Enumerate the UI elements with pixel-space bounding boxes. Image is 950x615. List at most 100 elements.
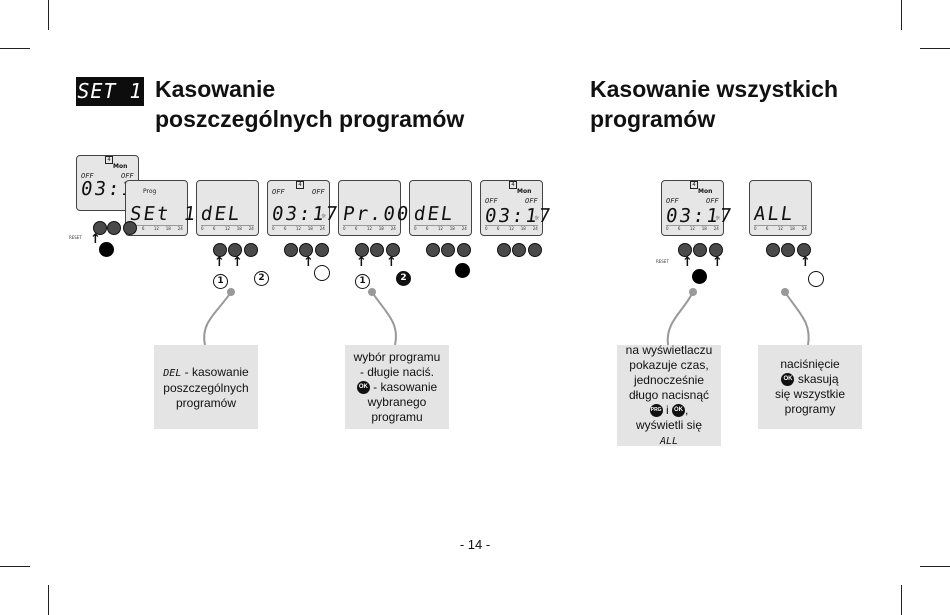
crop-mark — [48, 585, 49, 615]
menu-button[interactable] — [426, 243, 440, 257]
scale-tick-label: 0 — [201, 226, 204, 231]
prg-button[interactable] — [228, 243, 242, 257]
day-label: Mon — [517, 188, 532, 195]
prg-button[interactable] — [693, 243, 707, 257]
ok-button[interactable] — [709, 243, 723, 257]
left-title: Kasowanie poszczególnych programów — [155, 74, 464, 134]
scale-tick-label: 24 — [248, 226, 254, 231]
step-two-icon: 2 — [254, 271, 269, 286]
del-digits: dEL — [199, 203, 243, 225]
scale-tick-label: 0 — [754, 226, 757, 231]
arrow-up-icon: ↑ — [800, 255, 811, 270]
sun-icon: ☼ — [715, 215, 721, 222]
caption-comma: , — [685, 403, 689, 417]
crop-mark — [0, 48, 30, 49]
scale-tick-label: 18 — [789, 226, 795, 231]
arrow-up-icon: ↑ — [303, 255, 314, 270]
caption-time-display: na wyświetlaczu pokazuje czas, jednocześ… — [617, 343, 721, 447]
time-digits: 03:17 — [483, 205, 554, 227]
reset-label: RESET — [69, 235, 82, 240]
caption-del-code: DEL — [163, 368, 182, 379]
menu-button[interactable] — [93, 221, 107, 235]
del-digits: dEL — [412, 203, 456, 225]
scale-tick-label: 12 — [366, 226, 372, 231]
menu-button[interactable] — [284, 243, 298, 257]
menu-button[interactable] — [497, 243, 511, 257]
scale-tick-label: 18 — [307, 226, 313, 231]
prg-button[interactable] — [441, 243, 455, 257]
scale-tick-label: 24 — [319, 226, 325, 231]
menu-button[interactable] — [355, 243, 369, 257]
crop-mark — [920, 566, 950, 567]
ok-button-icon: OK — [356, 381, 370, 395]
prg-button[interactable] — [512, 243, 526, 257]
ok-button[interactable] — [315, 243, 329, 257]
prg-button[interactable] — [107, 221, 121, 235]
scale-tick-label: 12 — [508, 226, 514, 231]
ok-button[interactable] — [528, 243, 542, 257]
scale-tick-label: 12 — [153, 226, 159, 231]
all-digits: ALL — [752, 203, 796, 225]
arrow-up-icon: ↑ — [90, 232, 101, 247]
ok-button[interactable] — [244, 243, 258, 257]
menu-button[interactable] — [678, 243, 692, 257]
scale-tick-label: 0 — [272, 226, 275, 231]
caption-line: - długie naciś. — [359, 365, 435, 379]
scale-tick-label: 24 — [390, 226, 396, 231]
off-label: OFF — [706, 197, 719, 205]
set-badge: SET 1 — [76, 77, 144, 106]
scale-tick-label: 6 — [425, 226, 429, 231]
caption-line: jednocześnie — [633, 373, 705, 387]
arrow-up-icon: ↑ — [682, 255, 693, 270]
connector-dot — [368, 288, 376, 296]
off-label: OFF — [121, 172, 134, 180]
caption-line: programu — [371, 410, 423, 424]
prg-button[interactable] — [370, 243, 384, 257]
caption-line: naciśnięcie — [780, 357, 840, 371]
scale-tick-label: 6 — [141, 226, 145, 231]
caption-line: długo nacisnąć — [628, 388, 710, 402]
caption-line: wyświetli się — [635, 418, 702, 432]
crop-mark — [901, 585, 902, 615]
scale-tick-label: 24 — [461, 226, 467, 231]
caption-line: - kasowanie — [369, 380, 438, 394]
scale-tick-label: 0 — [414, 226, 417, 231]
arrow-up-icon: ↑ — [356, 255, 367, 270]
program-four-icon: 4 — [105, 156, 113, 164]
scale-tick-label: 6 — [765, 226, 769, 231]
press-ring-icon — [314, 265, 330, 281]
scale-tick-label: 18 — [449, 226, 455, 231]
menu-button[interactable] — [213, 243, 227, 257]
ok-button[interactable] — [457, 243, 471, 257]
page-number: - 14 - — [459, 537, 491, 552]
ok-button[interactable] — [797, 243, 811, 257]
prg-button[interactable] — [781, 243, 795, 257]
ok-button[interactable] — [386, 243, 400, 257]
scale-tick-label: 24 — [801, 226, 807, 231]
caption-line: się wszystkie — [774, 387, 845, 401]
program-four-icon: 4 — [690, 181, 698, 189]
menu-button[interactable] — [766, 243, 780, 257]
caption-line: wybranego — [367, 395, 427, 409]
connector-dot — [689, 288, 697, 296]
ok-button[interactable] — [123, 221, 137, 235]
scale-tick-label: 0 — [485, 226, 488, 231]
scale-tick-label: 0 — [343, 226, 346, 231]
prg-button[interactable] — [299, 243, 313, 257]
off-label: OFF — [525, 197, 538, 205]
sun-icon: ☼ — [321, 213, 327, 220]
day-label: Mon — [698, 188, 713, 195]
connector-dot — [781, 288, 789, 296]
arrow-up-icon: ↑ — [712, 255, 723, 270]
right-title-line1: Kasowanie wszystkich — [590, 76, 838, 102]
